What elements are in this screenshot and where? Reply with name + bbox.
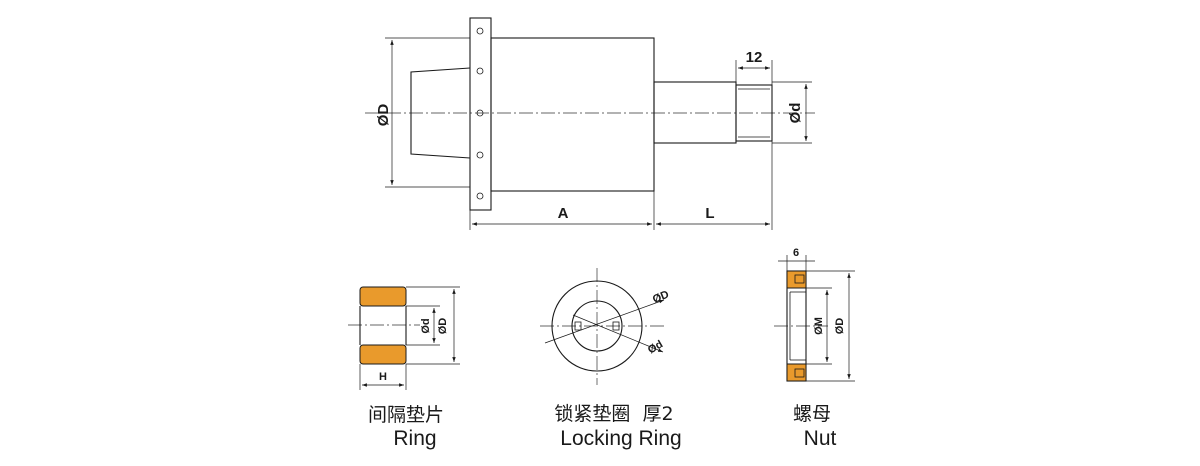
- ring-top-section: [359, 286, 407, 307]
- flange-hole: [476, 109, 484, 117]
- flange-hole: [476, 67, 484, 75]
- cone-body: [410, 67, 471, 159]
- nut-view: 6 ØM ØD 螺母 Nut: [774, 247, 855, 450]
- dim-12-label: 12: [746, 49, 763, 66]
- nut-dim-6-label: 6: [793, 247, 799, 259]
- flange-plate: [469, 17, 492, 211]
- flange-holes: [476, 27, 484, 200]
- shaft: [653, 81, 737, 144]
- flange-hole: [476, 192, 484, 200]
- locking-dim-D-line: [544, 299, 665, 344]
- locking-dim-d-line: [572, 314, 664, 353]
- nut-caption-en: Nut: [804, 427, 837, 450]
- nut-slot-top: [794, 274, 805, 284]
- ring-dim-D-label: ØD: [437, 318, 449, 335]
- ring-bottom-section: [359, 344, 407, 365]
- locking-caption-cn: 锁紧垫圈 厚2: [554, 403, 673, 425]
- dim-L-label: L: [705, 205, 714, 222]
- locking-dim-d-label: Ød: [646, 338, 665, 356]
- ring-dim-d-label: Ød: [420, 318, 432, 333]
- ring-view: Ød ØD H 间隔垫片 Ring: [348, 286, 460, 450]
- nut-top-section: [786, 270, 807, 289]
- nut-dim-D-label: ØD: [834, 318, 846, 335]
- main-shaft-view: ØD 12 Ød A L: [365, 17, 815, 230]
- ring-caption-en: Ring: [393, 427, 436, 450]
- dim-D-label: ØD: [375, 104, 392, 127]
- nut-slot-bottom: [794, 368, 805, 378]
- ring-dim-H-label: H: [379, 371, 387, 383]
- locking-key-left: [574, 321, 582, 331]
- locking-ring-view: ØD Ød 锁紧垫圈 厚2 Locking Ring: [540, 268, 682, 450]
- nut-bottom-section: [786, 363, 807, 382]
- ring-caption-cn: 间隔垫片: [368, 404, 444, 426]
- nut-dim-M-label: ØM: [813, 317, 825, 335]
- flange-hole: [476, 151, 484, 159]
- locking-outer-circle: [551, 280, 643, 372]
- locking-dim-D-label: ØD: [651, 289, 671, 306]
- locking-inner-circle: [571, 300, 623, 352]
- main-body: [490, 37, 655, 192]
- locking-caption-en: Locking Ring: [560, 427, 681, 450]
- threaded-end: [735, 84, 773, 142]
- flange-hole: [476, 27, 484, 35]
- dim-A-label: A: [558, 205, 569, 222]
- locking-key-right: [612, 321, 620, 331]
- nut-caption-cn: 螺母: [793, 403, 831, 425]
- dim-d-label: Ød: [787, 103, 804, 124]
